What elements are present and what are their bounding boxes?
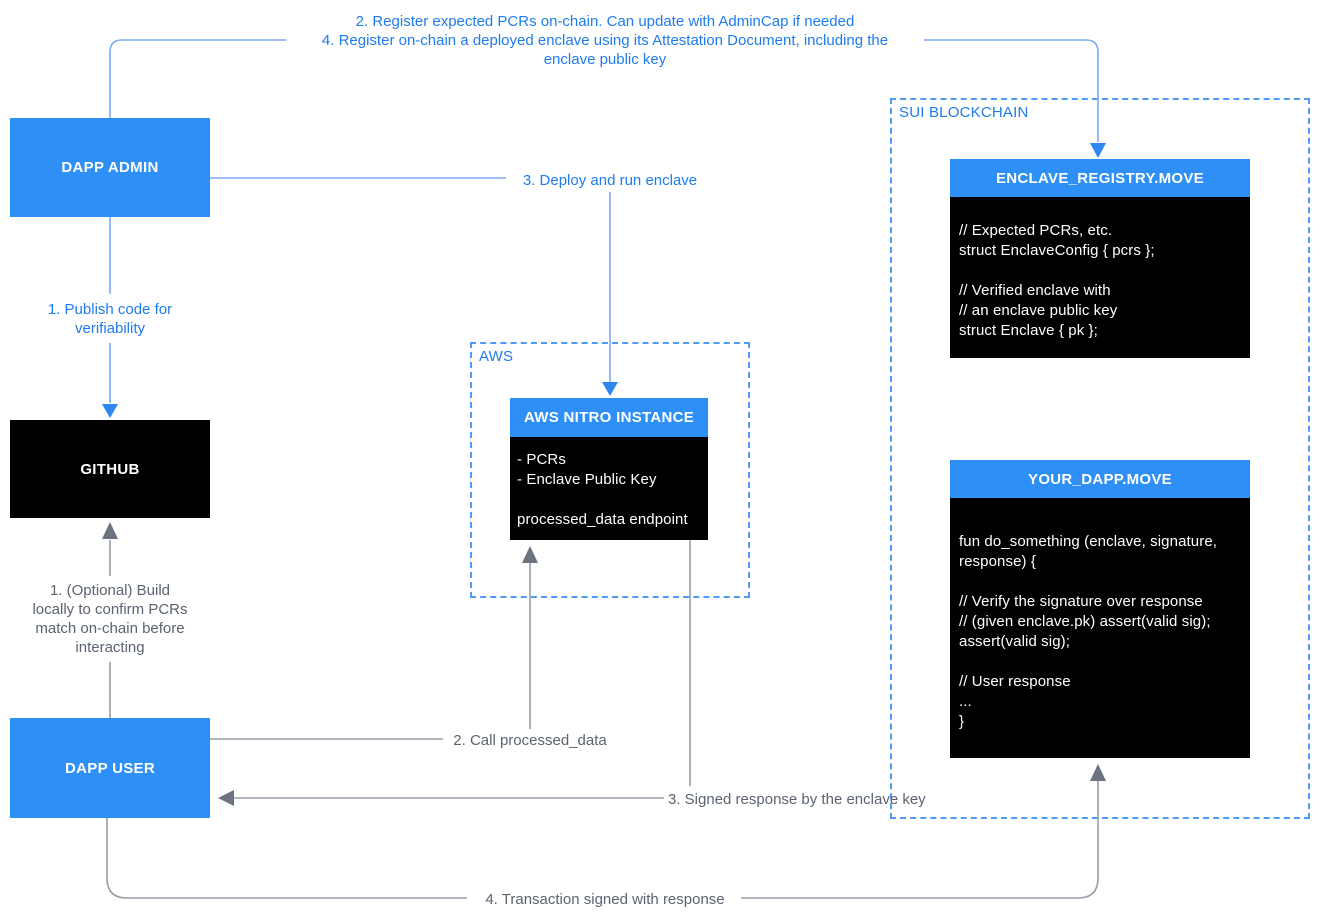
enclave-registry-body: // Expected PCRs, etc. struct EnclaveCon… [950,197,1250,358]
dapp-admin-node: DAPP ADMIN [10,118,210,217]
arrowhead-down-registry-icon [1090,143,1106,158]
your-dapp-body: fun do_something (enclave, signature, re… [950,498,1250,758]
aws-group-label: AWS [479,348,514,365]
dapp-user-node: DAPP USER [10,718,210,818]
label-transaction-signed: 4. Transaction signed with response [485,891,725,908]
arrowhead-up-nitro-icon [522,546,538,563]
github-label: GITHUB [80,460,140,478]
enclave-registry-title: ENCLAVE_REGISTRY.MOVE [950,159,1250,197]
nitro-instance-node: AWS NITRO INSTANCE - PCRs - Enclave Publ… [510,398,708,540]
label-optional-build: 1. (Optional) Build locally to confirm P… [32,582,188,656]
arrowhead-down-nitro-icon [602,382,618,396]
label-call-processed-data: 2. Call processed_data [453,732,607,749]
enclave-registry-node: ENCLAVE_REGISTRY.MOVE // Expected PCRs, … [950,159,1250,358]
label-signed-response: 3. Signed response by the enclave key [668,791,926,808]
your-dapp-title: YOUR_DAPP.MOVE [950,460,1250,498]
nitro-instance-title: AWS NITRO INSTANCE [510,398,708,437]
note-register-pcrs: 2. Register expected PCRs on-chain. Can … [355,13,855,30]
edge-admin-registry-line-left [109,39,286,118]
sui-blockchain-group-label: SUI BLOCKCHAIN [899,104,1029,121]
label-deploy-enclave: 3. Deploy and run enclave [522,172,698,189]
label-publish-code: 1. Publish code for verifiability [47,301,173,337]
arrowhead-up-dapp-icon [1090,764,1106,781]
nitro-instance-body: - PCRs - Enclave Public Key processed_da… [510,437,708,540]
edge-user-dapp-line-left [106,818,467,899]
dapp-admin-label: DAPP ADMIN [61,159,159,176]
edge-user-dapp-line-right [741,781,1099,899]
note-register-enclave: 4. Register on-chain a deployed enclave … [321,32,889,68]
sui-blockchain-group-container: SUI BLOCKCHAIN [890,98,1310,819]
dapp-user-label: DAPP USER [65,759,155,777]
github-node: GITHUB [10,420,210,518]
edge-admin-registry-line-right [924,39,1099,142]
arrowhead-left-user-icon [218,790,234,806]
your-dapp-node: YOUR_DAPP.MOVE fun do_something (enclave… [950,460,1250,758]
arrowhead-down-github-icon [102,404,118,418]
arrowhead-up-github-icon [102,522,118,539]
